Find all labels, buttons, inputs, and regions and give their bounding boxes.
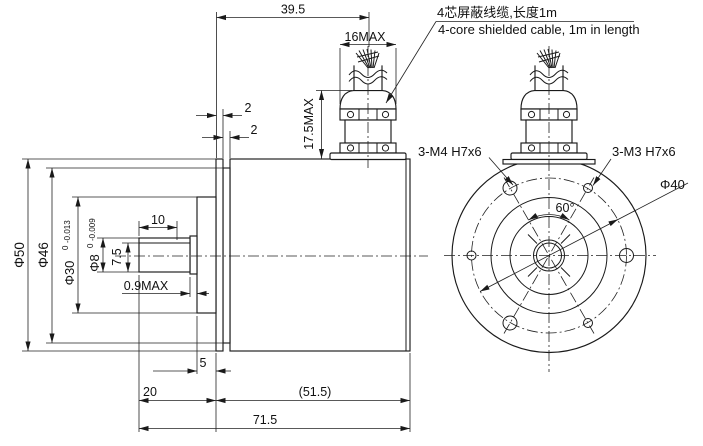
clamp-groove <box>222 167 231 344</box>
dim-16max: 16MAX <box>339 30 397 104</box>
dim-bottom-chain: 20 (51.5) 71.5 <box>138 275 411 432</box>
dim-dia30-tol-lower: -0.013 <box>63 220 72 243</box>
dim-0-9max-text: 0.9MAX <box>124 279 169 293</box>
dim-dia46-text: Φ46 <box>36 242 51 268</box>
dim-2b-text: 2 <box>251 123 258 137</box>
m4-hole <box>502 315 518 331</box>
dim-dia50: Φ50 <box>12 158 216 352</box>
callout-m3: 3-M3 H7x6 <box>592 144 676 186</box>
dim-10: 10 <box>138 213 178 240</box>
angle-60-text: 60° <box>556 201 575 215</box>
dim-39-5-text: 39.5 <box>281 3 305 17</box>
dim-17-5max: 17.5MAX <box>302 90 352 159</box>
front-view <box>444 46 656 372</box>
dim-2a-text: 2 <box>245 101 252 115</box>
dim-71-5-text: 71.5 <box>253 413 277 427</box>
callout-dia40: Φ40 <box>479 177 689 292</box>
dim-dia8-tol-lower: -0.009 <box>88 218 97 241</box>
center-mark-ticks <box>527 234 571 277</box>
dim-10-text: 10 <box>151 213 165 227</box>
dim-2b: 2 <box>202 123 258 158</box>
cable-note: 4芯屏蔽线缆,长度1m 4-core shielded cable, 1m in… <box>385 5 640 104</box>
m4-hole <box>502 180 518 196</box>
dim-dia30: Φ30 0 -0.013 <box>61 196 197 314</box>
dim-dia50-text: Φ50 <box>12 242 27 268</box>
dim-0-9max: 0.9MAX <box>122 277 209 297</box>
dim-17-5max-text: 17.5MAX <box>302 98 316 150</box>
dimensions: 39.5 16MAX 17.5MAX 2 2 <box>12 3 689 432</box>
dim-7-5-text: 7.5 <box>110 248 124 265</box>
side-view <box>115 46 428 352</box>
dia-40-text: Φ40 <box>660 177 685 192</box>
dim-2a: 2 <box>196 101 252 158</box>
dim-dia46: Φ46 <box>36 167 230 344</box>
dim-dia30-tol-upper: 0 <box>61 245 70 250</box>
callout-m4: 3-M4 H7x6 <box>418 144 514 186</box>
cable-note-en-text: 4-core shielded cable, 1m in length <box>438 22 640 37</box>
dim-dia8-tol-upper: 0 <box>86 243 95 248</box>
cable-note-zh-text: 4芯屏蔽线缆,长度1m <box>437 5 557 20</box>
dim-20-text: 20 <box>143 385 157 399</box>
dim-60deg: 60° <box>528 201 575 221</box>
dim-dia30-text: Φ30 <box>62 261 77 286</box>
front-boss <box>196 196 217 314</box>
dim-7-5: 7.5 <box>110 242 139 272</box>
dim-5-text: 5 <box>200 356 207 370</box>
encoder-body <box>229 158 411 352</box>
shaft-collar <box>189 235 198 275</box>
label-m4-text: 3-M4 H7x6 <box>418 144 482 159</box>
m3-hole <box>583 318 593 328</box>
label-m3-text: 3-M3 H7x6 <box>612 144 676 159</box>
mounting-flange <box>215 158 224 352</box>
dim-39-5: 39.5 <box>216 3 370 158</box>
dim-5: 5 <box>153 316 231 374</box>
dim-dia8: Φ8 0 -0.009 <box>86 218 139 273</box>
dim-16max-text: 16MAX <box>345 30 387 44</box>
dim-dia8-text: Φ8 <box>87 254 102 272</box>
dim-51-5-text: (51.5) <box>299 385 332 399</box>
shaft <box>138 237 191 273</box>
m3-hole <box>583 183 593 193</box>
